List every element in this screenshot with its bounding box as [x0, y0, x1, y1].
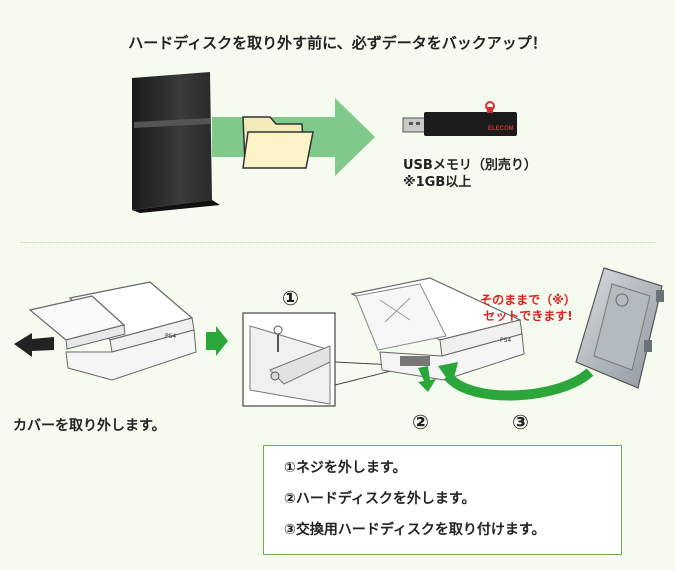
cover-caption: カバーを取り外します。 — [13, 418, 166, 434]
step-item: ③交換用ハードディスクを取り付けます。 — [284, 522, 546, 538]
screw-detail-icon — [242, 312, 396, 407]
next-arrow-icon — [206, 326, 228, 356]
ps4-logo-middle: PS4 — [500, 337, 511, 344]
step-number-one: ① — [282, 286, 299, 310]
folder-icon — [242, 116, 314, 169]
step-item: ①ネジを外します。 — [284, 460, 407, 476]
ps4-hdd-bay-icon: PS4 — [350, 277, 525, 392]
replacement-hdd-icon — [575, 267, 664, 389]
usb-label: USBメモリ（別売り） ※1GB以上 — [403, 158, 537, 190]
usb-stick-icon: ELECOM — [402, 101, 517, 136]
step-number-three: ③ — [512, 410, 529, 434]
step-item: ②ハードディスクを外します。 — [284, 491, 476, 507]
no-adapter-note: そのままで（※） セットできます! — [480, 293, 576, 323]
ps4-logo-left: PS4 — [165, 333, 176, 340]
section-divider — [20, 242, 655, 243]
ps4-console-icon — [132, 72, 220, 213]
usb-brand-text: ELECOM — [488, 126, 514, 132]
steps-box: ①ネジを外します。 ②ハードディスクを外します。 ③交換用ハードディスクを取り付… — [263, 445, 622, 555]
step-number-two: ② — [412, 410, 429, 434]
ps4-cover-removal-icon: PS4 — [14, 281, 197, 381]
page-title: ハードディスクを取り外す前に、必ずデータをバックアップ！ — [128, 34, 547, 52]
insert-arrow-icon — [444, 368, 594, 401]
